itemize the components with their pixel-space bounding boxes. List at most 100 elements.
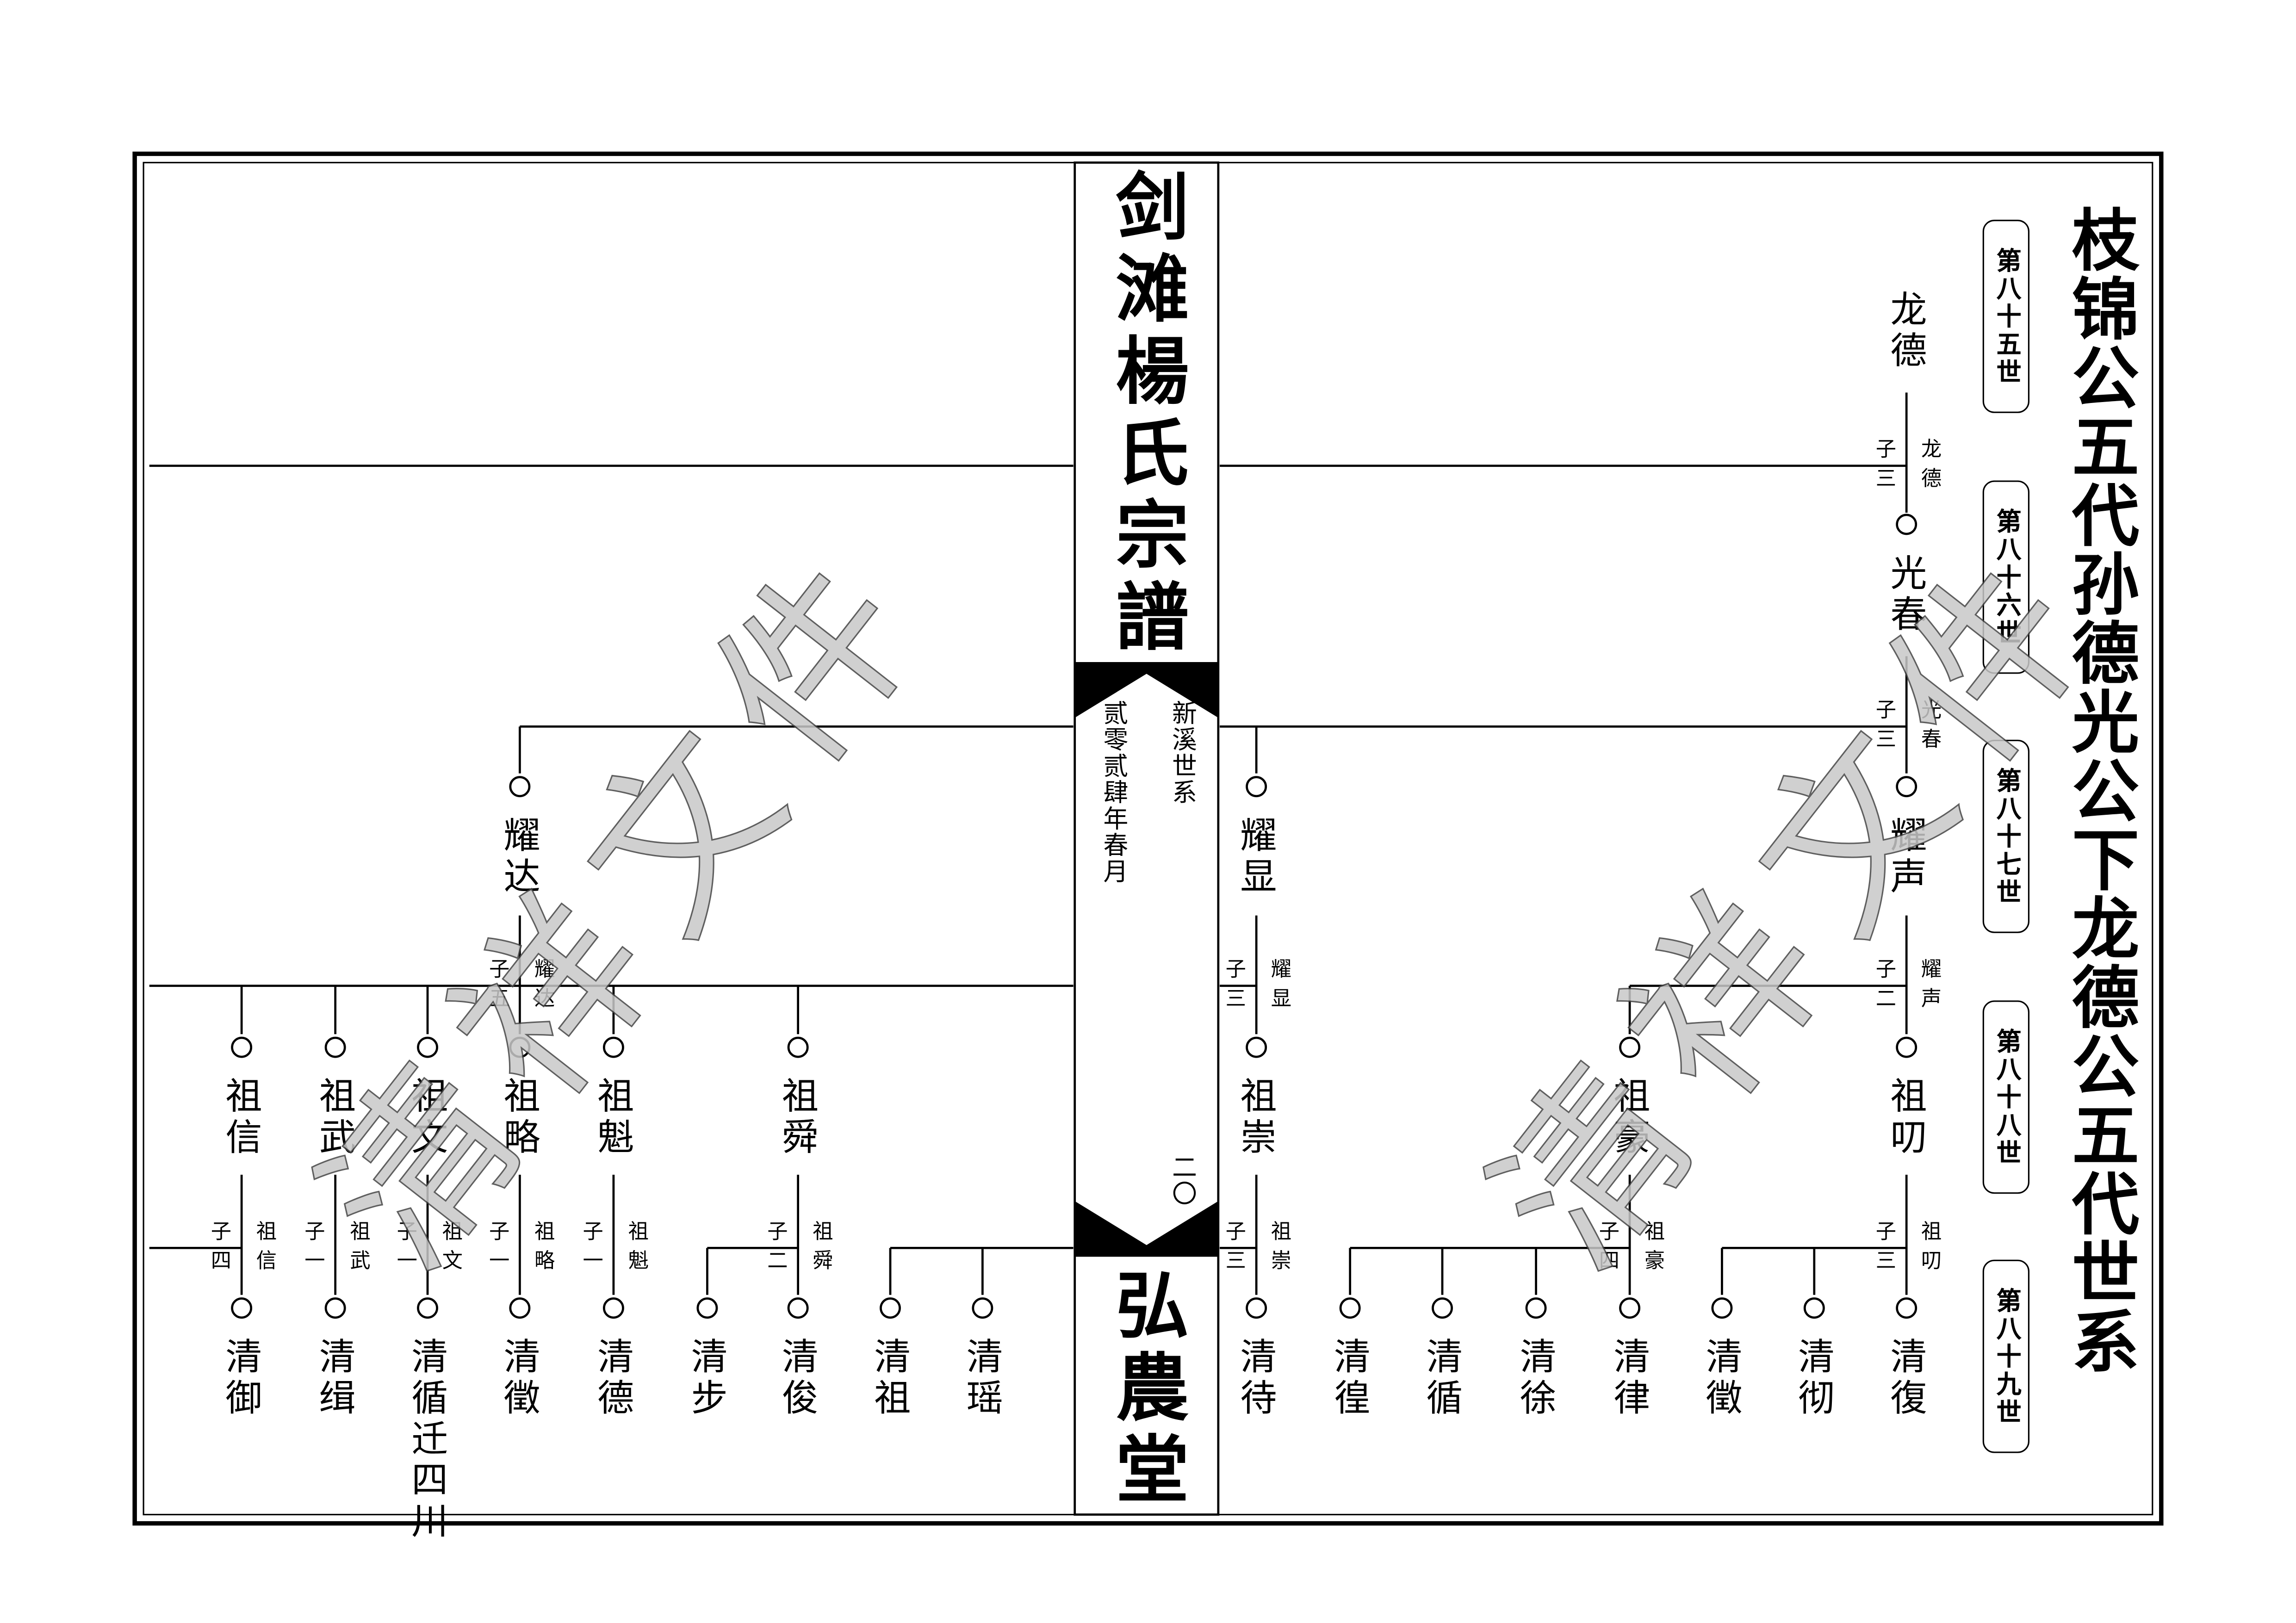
person-name: 祖武 [314,1077,357,1159]
spine-branch: 新溪世系 [1166,700,1196,806]
parent-name-note: 祖魁 [625,1220,649,1279]
sons-count-note: 子五 [486,958,510,1017]
person-node-circle [880,1297,901,1319]
generation-label: 第八十八世 [1982,1000,2029,1194]
parent-name-note: 祖叨 [1918,1220,1942,1279]
generation-label: 第八十七世 [1982,739,2029,933]
person-name: 清循 [1421,1337,1464,1419]
sons-count-note: 子三 [1873,438,1897,497]
page-number: 二〇 [1166,1154,1196,1207]
person-node-circle [1619,1297,1641,1319]
person-name: 祖崇 [1235,1077,1278,1159]
parent-name-note: 祖信 [253,1220,277,1279]
person-node-circle [417,1297,438,1319]
person-node-circle [1619,1036,1641,1058]
parent-name-note: 祖文 [439,1220,463,1279]
person-node-circle [787,1036,809,1058]
person-node-circle [972,1297,993,1319]
person-name: 清缉 [314,1337,357,1419]
person-node-circle [1432,1297,1453,1319]
person-node-circle [417,1036,438,1058]
person-name: 耀显 [1235,816,1278,898]
spine-title: 剑滩楊氏宗譜 [1104,168,1191,661]
person-name: 清步 [686,1337,729,1419]
person-node-circle [231,1297,253,1319]
person-node-circle [602,1036,624,1058]
person-name: 清律 [1608,1337,1651,1419]
sons-count-note: 子一 [580,1220,603,1279]
parent-name-note: 光春 [1918,699,1942,757]
person-name: 祖豪 [1608,1077,1651,1159]
outer-frame [132,151,2164,1526]
person-name: 清循迁四川 [406,1337,449,1542]
person-node-circle [1803,1297,1825,1319]
person-name: 清徵 [1700,1337,1744,1419]
person-name: 清瑶 [961,1337,1004,1419]
parent-name-note: 龙德 [1918,438,1942,497]
person-name: 祖叨 [1885,1077,1928,1159]
person-node-circle [1246,1036,1267,1058]
sons-count-note: 子三 [1873,1220,1897,1279]
spine-band-bottom [1074,1201,1218,1257]
person-node-circle [1525,1297,1547,1319]
sons-count-note: 子一 [394,1220,417,1279]
parent-name-note: 祖略 [531,1220,555,1279]
person-node-circle [1339,1297,1361,1319]
spine-column [1074,161,1220,1516]
person-node-circle [1711,1297,1733,1319]
person-name: 清俊 [776,1337,819,1419]
person-node-circle [231,1036,253,1058]
sons-count-note: 子四 [208,1220,231,1279]
person-node-circle [696,1297,718,1319]
person-node-circle [1246,1297,1267,1319]
person-node-circle [509,1297,531,1319]
person-name: 清徵 [498,1337,541,1419]
person-node-circle [1896,1036,1917,1058]
person-name: 清復 [1885,1337,1928,1419]
person-node-circle [1896,514,1917,535]
sons-count-note: 子二 [1873,958,1897,1017]
generation-label: 第八十九世 [1982,1259,2029,1453]
parent-name-note: 祖豪 [1641,1220,1665,1279]
hall-name: 弘農堂 [1104,1267,1191,1513]
person-name: 清徐 [1514,1337,1558,1419]
person-name: 清徨 [1328,1337,1371,1419]
person-name: 祖舜 [776,1077,819,1159]
sons-count-note: 子三 [1222,1220,1246,1279]
parent-name-note: 祖武 [347,1220,371,1279]
person-name: 祖信 [220,1077,263,1159]
person-node-circle [509,776,531,798]
spine-date: 贰零贰肆年春月 [1097,700,1127,885]
person-node-circle [1896,1297,1917,1319]
person-name: 祖魁 [592,1077,635,1159]
person-name: 清祖 [869,1337,912,1419]
person-name: 龙德 [1885,290,1928,372]
person-name: 清德 [592,1337,635,1419]
sons-count-note: 子一 [301,1220,325,1279]
person-name: 清彻 [1793,1337,1836,1419]
sons-count-note: 子三 [1222,958,1246,1017]
person-name: 清待 [1235,1337,1278,1419]
sons-count-note: 子一 [486,1220,510,1279]
person-name: 光春 [1885,553,1928,636]
person-node-circle [787,1297,809,1319]
person-name: 祖文 [406,1077,449,1159]
spine-band-top [1074,662,1218,718]
person-node-circle [324,1297,346,1319]
person-name: 耀声 [1885,816,1928,898]
person-node-circle [324,1036,346,1058]
parent-name-note: 祖崇 [1268,1220,1292,1279]
parent-name-note: 耀显 [1268,958,1292,1017]
person-name: 耀达 [498,816,541,898]
person-node-circle [602,1297,624,1319]
sons-count-note: 子二 [764,1220,788,1279]
sons-count-note: 子三 [1873,699,1897,757]
parent-name-note: 耀达 [531,958,555,1017]
page-title: 枝锦公五代孙德光公下龙德公五代世系 [2061,205,2141,1375]
person-node-circle [1896,776,1917,798]
parent-name-note: 耀声 [1918,958,1942,1017]
sons-count-note: 子四 [1596,1220,1620,1279]
person-name: 清御 [220,1337,263,1419]
